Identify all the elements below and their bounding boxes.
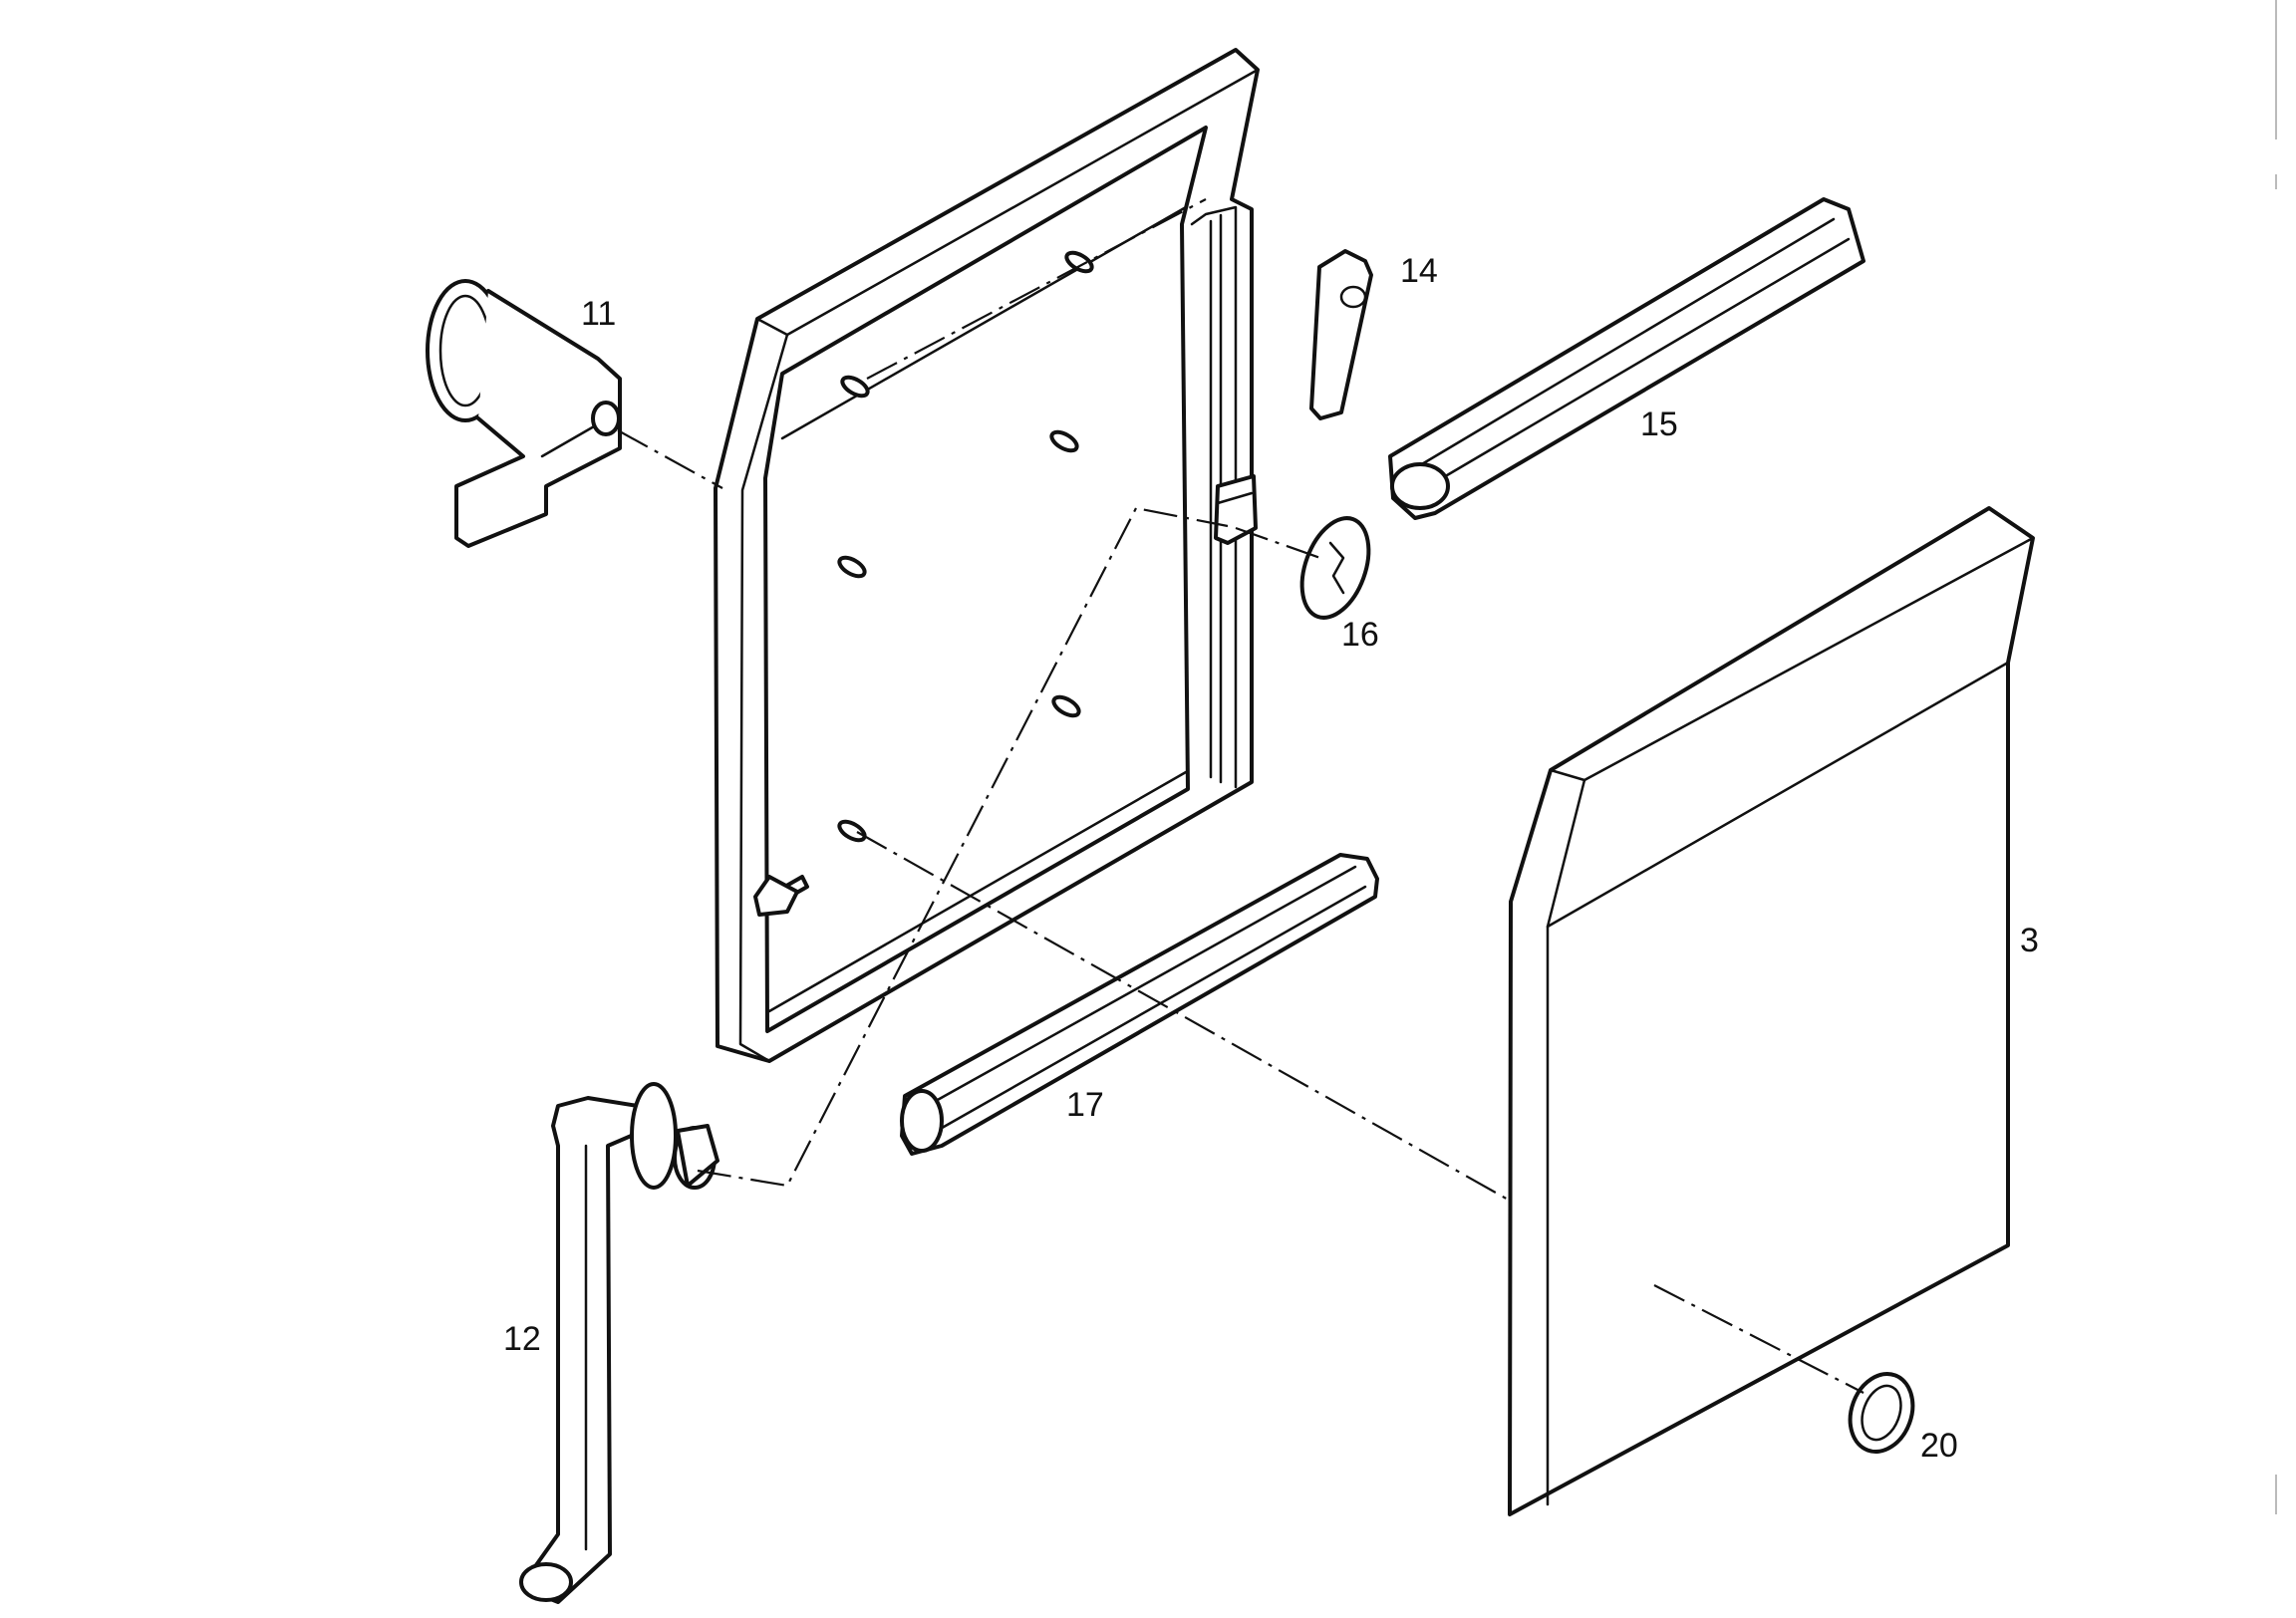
part-16-washer	[1299, 516, 1371, 620]
leader-20	[1653, 1284, 1865, 1394]
callout-20: 20	[1920, 1427, 1958, 1465]
leader-lines	[617, 198, 1865, 1394]
callout-15: 15	[1640, 405, 1678, 443]
door-frame	[714, 48, 1260, 1063]
part-20-grommet	[1848, 1372, 1915, 1454]
callout-labels: 11 14 15 16 3 17 12 20	[503, 252, 2039, 1465]
leader-12-to-hinge	[697, 506, 1229, 1188]
part-11-lock-cylinder	[426, 279, 622, 548]
part-14-seal-clip	[1309, 249, 1373, 420]
callout-14: 14	[1400, 252, 1438, 290]
callout-11: 11	[581, 295, 616, 333]
leader-16	[1235, 526, 1321, 560]
part-3-panel	[1508, 506, 2035, 1516]
part-12-crank-handle	[519, 1082, 719, 1604]
callout-16: 16	[1341, 616, 1379, 654]
part-17-lower-seal	[900, 853, 1379, 1156]
leader-11	[617, 429, 723, 489]
leader-3	[856, 831, 1511, 1202]
callout-3: 3	[2020, 922, 2039, 959]
callout-17: 17	[1066, 1086, 1104, 1124]
part-15-upper-seal	[1388, 197, 1866, 520]
leader-frame-stud-top	[866, 198, 1207, 380]
callout-12: 12	[503, 1320, 541, 1358]
